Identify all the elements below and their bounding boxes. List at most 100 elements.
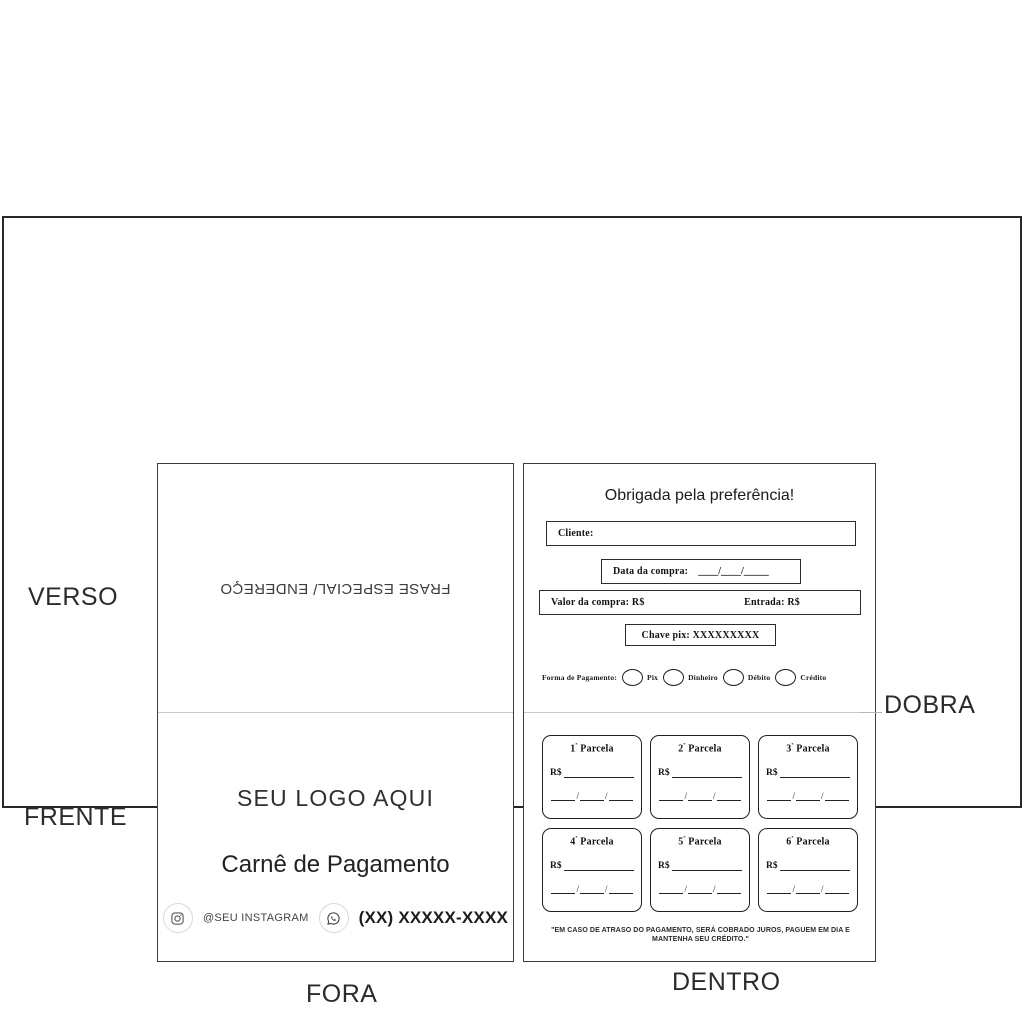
date-slash: / [684, 791, 687, 802]
cliente-field[interactable]: Cliente: [546, 521, 856, 546]
verso-phrase-text: FRASE ESPECIAL/ ENDEREÇO [220, 580, 451, 597]
installment-date-line[interactable]: // [550, 884, 634, 895]
date-segment [716, 884, 741, 895]
date-segment [767, 791, 792, 802]
payment-option-label: Crédito [800, 673, 827, 682]
date-segment [659, 884, 684, 895]
date-segment [580, 884, 604, 895]
date-slash: / [821, 884, 824, 895]
installment-amount-line[interactable]: R$ [766, 768, 850, 779]
date-segment [688, 884, 712, 895]
date-segment [716, 791, 741, 802]
payment-option-label: Pix [647, 673, 659, 682]
frente-area: SEU LOGO AQUI Carnê de Pagamento @SEU IN… [158, 713, 513, 962]
date-segment [659, 791, 684, 802]
date-segment [688, 791, 712, 802]
installment-date-line[interactable]: // [658, 884, 742, 895]
installment-amount-line[interactable]: R$ [766, 861, 850, 872]
date-slash: / [576, 791, 579, 802]
installment-title: 1ª Parcela [570, 742, 614, 755]
cliente-label: Cliente: [558, 528, 594, 539]
blank-line [671, 768, 742, 779]
chave-pix-field[interactable]: Chave pix: XXXXXXXXX [625, 624, 776, 646]
fold-tick-mark [860, 712, 882, 713]
date-segment [580, 791, 604, 802]
payment-method-row: Forma de Pagamento: Pix Dinheiro Débito … [542, 669, 862, 686]
installment-amount-line[interactable]: R$ [658, 861, 742, 872]
blank-line [671, 861, 742, 872]
annotation-dentro: DENTRO [672, 968, 781, 996]
blank-line [563, 768, 634, 779]
installment-date-line[interactable]: // [766, 791, 850, 802]
date-slash: / [821, 791, 824, 802]
date-slash: / [576, 884, 579, 895]
fold-line-inside [524, 712, 875, 713]
date-segment [608, 791, 633, 802]
blank-line [779, 861, 850, 872]
date-segment [796, 791, 820, 802]
installment-title: 4ª Parcela [570, 835, 614, 848]
whatsapp-icon [318, 903, 349, 933]
payment-option-dinheiro[interactable]: Dinheiro [663, 669, 718, 686]
installment-date-line[interactable]: // [766, 884, 850, 895]
payment-option-pix[interactable]: Pix [622, 669, 658, 686]
date-segment [824, 884, 849, 895]
logo-placeholder-text: SEU LOGO AQUI [236, 785, 435, 811]
installment-date-line[interactable]: // [658, 791, 742, 802]
date-segment [608, 884, 633, 895]
blank-line [779, 768, 850, 779]
currency-symbol: R$ [658, 768, 670, 779]
date-slash: / [713, 791, 716, 802]
date-slash: / [792, 884, 795, 895]
installment-title: 2ª Parcela [678, 742, 722, 755]
valor-compra-label: Valor da compra: R$ [551, 597, 645, 608]
date-slash: / [713, 884, 716, 895]
chave-pix-label: Chave pix: XXXXXXXXX [641, 629, 760, 641]
date-segment [824, 791, 849, 802]
date-segment [796, 884, 820, 895]
payment-option-label: Débito [747, 673, 771, 682]
contact-row: @SEU INSTAGRAM (XX) XXXXX-XXXX [162, 903, 509, 933]
payment-method-label: Forma de Pagamento: [542, 673, 618, 682]
date-segment [551, 884, 576, 895]
date-slash: / [605, 884, 608, 895]
installment-title: 3ª Parcela [786, 742, 830, 755]
currency-symbol: R$ [766, 861, 778, 872]
annotation-frente: FRENTE [24, 803, 127, 831]
date-segment [767, 884, 792, 895]
installment-amount-line[interactable]: R$ [658, 768, 742, 779]
payment-option-label: Dinheiro [688, 673, 718, 682]
radio-circle-credito[interactable] [775, 669, 797, 686]
radio-circle-pix[interactable] [622, 669, 644, 686]
blank-line [563, 861, 634, 872]
verso-area: FRASE ESPECIAL/ ENDEREÇO [158, 464, 513, 713]
payment-option-debito[interactable]: Débito [722, 669, 771, 686]
annotation-dobra: DOBRA [884, 691, 976, 719]
fold-line-outside [158, 712, 513, 713]
instagram-handle: @SEU INSTAGRAM [202, 912, 309, 924]
data-compra-field[interactable]: Data da compra: ____/____/_____ [601, 559, 801, 584]
date-slash: / [605, 791, 608, 802]
installment-date-line[interactable]: // [550, 791, 634, 802]
radio-circle-debito[interactable] [722, 669, 744, 686]
annotation-fora: FORA [306, 980, 378, 1008]
currency-symbol: R$ [766, 768, 778, 779]
payment-option-credito[interactable]: Crédito [775, 669, 826, 686]
installment-amount-line[interactable]: R$ [550, 768, 634, 779]
data-compra-blanks: ____/____/_____ [698, 566, 769, 577]
radio-circle-dinheiro[interactable] [663, 669, 685, 686]
phone-number: (XX) XXXXX-XXXX [358, 908, 509, 927]
installment-amount-line[interactable]: R$ [550, 861, 634, 872]
valor-entrada-field[interactable]: Valor da compra: R$ Entrada: R$ [539, 590, 861, 615]
date-slash: / [792, 791, 795, 802]
thanks-title: Obrigada pela preferência! [604, 487, 795, 504]
entrada-label: Entrada: R$ [744, 597, 800, 608]
data-compra-label: Data da compra: [613, 566, 689, 577]
